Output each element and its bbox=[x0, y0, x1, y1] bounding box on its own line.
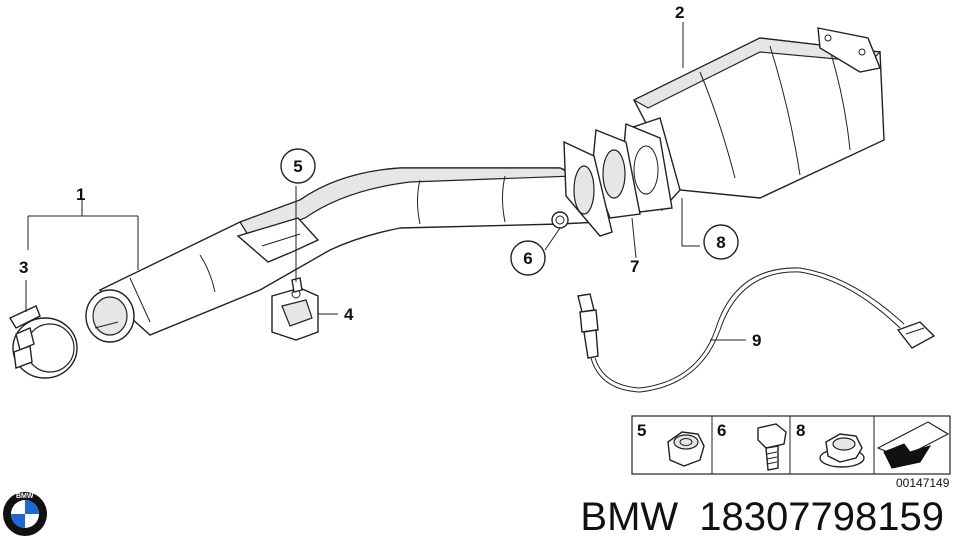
leader-6 bbox=[544, 227, 561, 251]
callout-1: 1 bbox=[76, 185, 85, 204]
catalytic-converter-part bbox=[621, 27, 885, 213]
callout-8: 8 bbox=[716, 233, 725, 252]
pipe-flange-part bbox=[563, 140, 613, 237]
nut-icon bbox=[667, 431, 705, 467]
bolt-icon bbox=[757, 423, 787, 471]
rubber-mount-part bbox=[271, 277, 319, 341]
clamp-part bbox=[8, 305, 78, 379]
callout-8-circle bbox=[703, 224, 739, 260]
leader-1 bbox=[27, 200, 139, 270]
callout-2: 2 bbox=[675, 3, 684, 22]
part-caption: BMW 18307798159 bbox=[580, 495, 944, 539]
front-pipe-part bbox=[85, 167, 601, 343]
diagram-reference-number: 00147149 bbox=[896, 476, 950, 490]
caption-brand: BMW bbox=[580, 495, 678, 539]
logo-text: BMW bbox=[16, 493, 34, 500]
callout-4: 4 bbox=[344, 305, 354, 324]
callout-7: 7 bbox=[630, 257, 639, 276]
legend-number-6: 6 bbox=[717, 421, 726, 440]
leader-8 bbox=[681, 198, 700, 247]
legend-number-5: 5 bbox=[637, 421, 646, 440]
callout-6-circle bbox=[510, 240, 546, 276]
callout-5: 5 bbox=[293, 157, 302, 176]
leader-7 bbox=[631, 217, 637, 259]
callout-6: 6 bbox=[523, 249, 532, 268]
callout-3: 3 bbox=[19, 258, 28, 277]
sensor-boss-part bbox=[551, 211, 569, 229]
legend-number-8: 8 bbox=[796, 421, 805, 440]
bmw-roundel-icon: BMW bbox=[3, 492, 47, 536]
hardware-legend: 5 6 8 bbox=[631, 415, 951, 475]
direction-arrow-icon bbox=[876, 421, 950, 469]
oxygen-sensor-part bbox=[577, 267, 936, 393]
caption-part-number: 18307798159 bbox=[699, 495, 944, 539]
callout-9: 9 bbox=[752, 331, 761, 350]
callout-5-circle bbox=[280, 148, 316, 184]
flange-nut-icon bbox=[819, 433, 865, 468]
